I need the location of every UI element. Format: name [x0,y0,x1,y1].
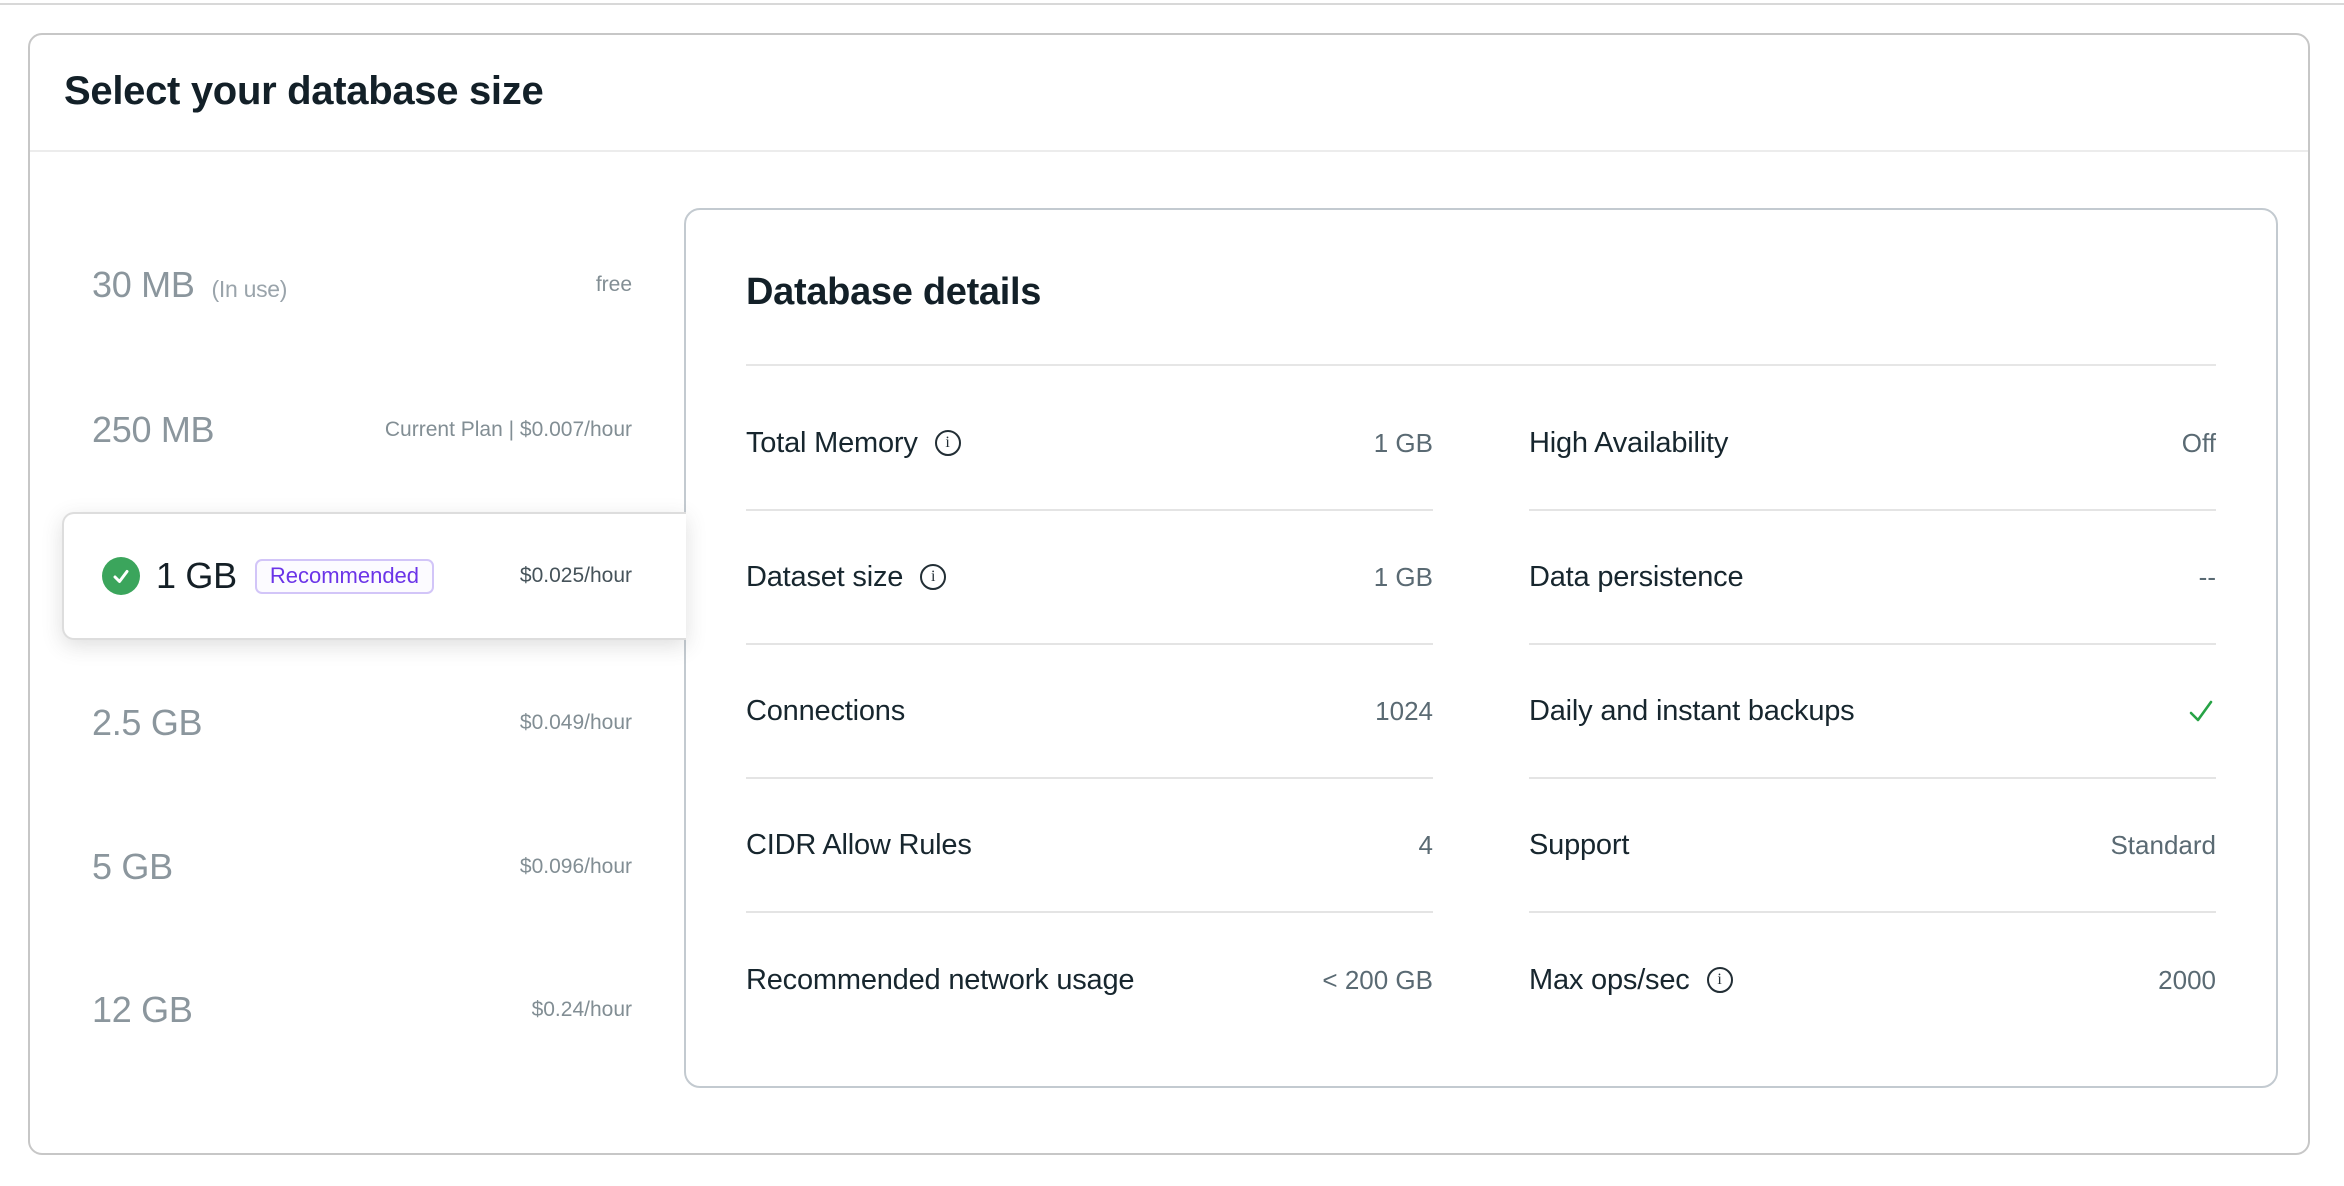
detail-label: Daily and instant backups [1529,695,1854,728]
details-title: Database details [746,271,1041,314]
detail-value: 4 [1419,830,1433,861]
size-text: 5 GB [92,846,173,888]
detail-row-connections: Connections 1024 [746,645,1433,779]
detail-label: Dataset size [746,561,903,594]
detail-row-dataset-size: Dataset size i 1 GB [746,511,1433,645]
detail-value: < 200 GB [1322,965,1433,996]
page-top-divider [0,3,2344,5]
size-option-30mb[interactable]: 30 MB (In use) free [30,220,656,350]
detail-row-cidr-allow-rules: CIDR Allow Rules 4 [746,779,1433,913]
size-option-price: Current Plan | $0.007/hour [385,418,632,442]
info-icon[interactable]: i [935,430,961,456]
page-title: Select your database size [64,69,543,114]
size-option-12gb[interactable]: 12 GB $0.24/hour [30,945,656,1075]
detail-row-backups: Daily and instant backups [1529,645,2216,779]
size-option-label: 2.5 GB [92,702,202,744]
detail-label: Data persistence [1529,561,1743,594]
check-icon [2186,696,2216,726]
size-text: 1 GB [156,555,237,597]
size-option-2-5gb[interactable]: 2.5 GB $0.049/hour [30,658,656,788]
detail-value: -- [2199,562,2216,593]
database-details-panel: Database details Total Memory i 1 GB Dat… [684,208,2278,1088]
detail-label: Support [1529,829,1629,862]
detail-value: 1 GB [1374,562,1433,593]
in-use-note: (In use) [212,276,288,303]
size-text: 12 GB [92,989,193,1031]
detail-label: CIDR Allow Rules [746,829,972,862]
details-header: Database details [686,210,2276,364]
size-option-250mb[interactable]: 250 MB Current Plan | $0.007/hour [30,365,656,495]
size-option-price: free [596,273,632,297]
size-option-price: $0.24/hour [532,998,632,1022]
size-option-price: $0.096/hour [520,855,632,879]
info-icon[interactable]: i [920,564,946,590]
info-icon[interactable]: i [1707,967,1733,993]
detail-label: Max ops/sec [1529,964,1690,997]
detail-row-network-usage: Recommended network usage < 200 GB [746,913,1433,1047]
detail-row-support: Support Standard [1529,779,2216,913]
size-text: 250 MB [92,409,214,451]
size-option-label: 12 GB [92,989,193,1031]
size-option-label: 250 MB [92,409,214,451]
recommended-badge: Recommended [255,559,434,594]
detail-label: Connections [746,695,905,728]
size-text: 2.5 GB [92,702,202,744]
details-grid: Total Memory i 1 GB Dataset size i 1 GB … [686,366,2276,1047]
detail-label: Total Memory [746,427,918,460]
detail-row-total-memory: Total Memory i 1 GB [746,377,1433,511]
detail-label: Recommended network usage [746,964,1134,997]
detail-row-high-availability: High Availability Off [1529,377,2216,511]
selected-check-icon [102,557,140,595]
size-option-label: 5 GB [92,846,173,888]
size-text: 30 MB [92,264,195,306]
detail-value: 1024 [1375,696,1433,727]
size-option-label: 30 MB (In use) [92,264,287,306]
detail-row-max-ops: Max ops/sec i 2000 [1529,913,2216,1047]
detail-value: Off [2182,428,2216,459]
size-option-price: $0.025/hour [520,564,632,588]
size-option-5gb[interactable]: 5 GB $0.096/hour [30,802,656,932]
size-option-price: $0.049/hour [520,711,632,735]
size-option-1gb-selected[interactable]: 1 GB Recommended $0.025/hour [62,512,686,640]
header-divider [30,150,2308,152]
detail-label: High Availability [1529,427,1728,460]
detail-row-data-persistence: Data persistence -- [1529,511,2216,645]
detail-value: 2000 [2158,965,2216,996]
detail-value: Standard [2110,830,2216,861]
card-header: Select your database size [28,33,2310,150]
detail-value: 1 GB [1374,428,1433,459]
